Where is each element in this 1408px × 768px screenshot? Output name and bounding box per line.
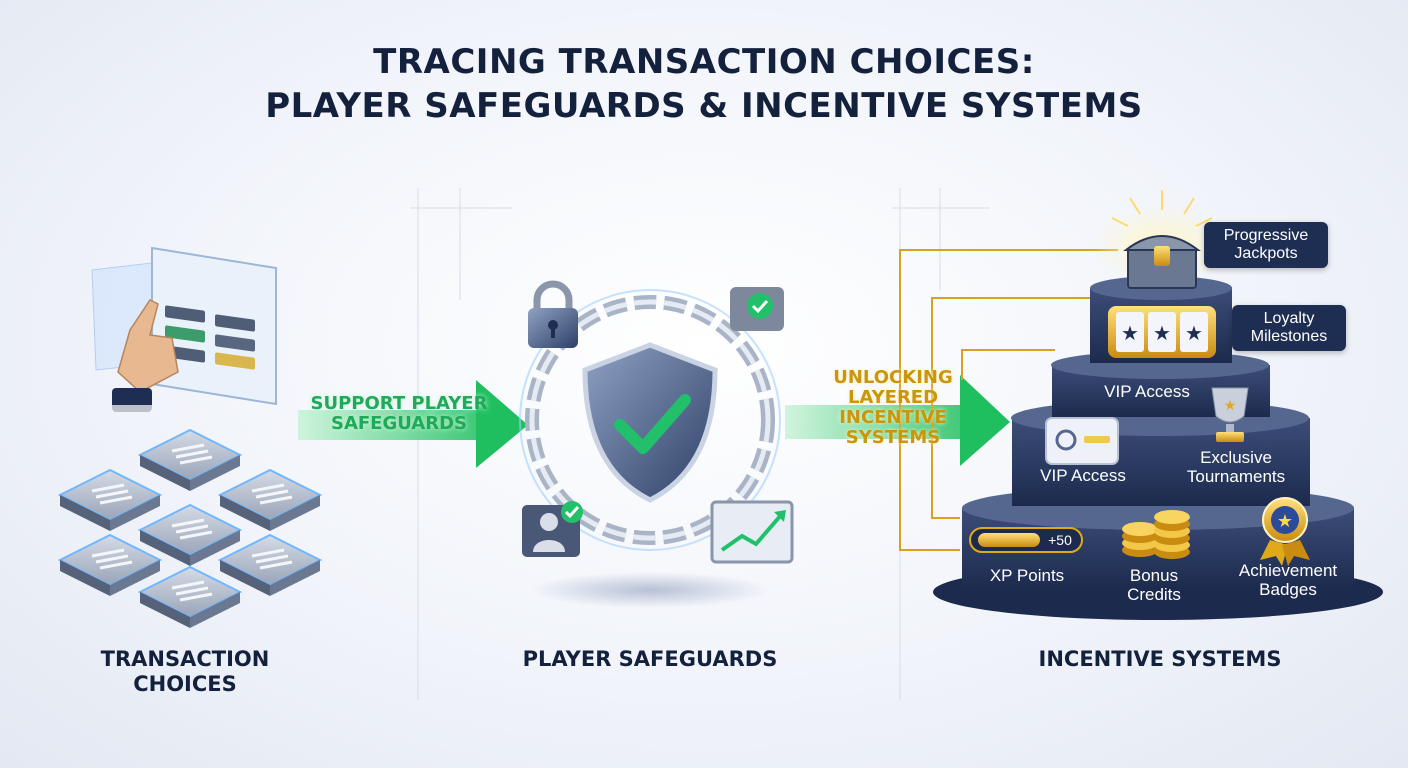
slot-machine-icon: ★ ★ ★ (1108, 306, 1216, 358)
medal-badge-icon: ★ (1260, 497, 1310, 566)
svg-text:★: ★ (1121, 323, 1139, 345)
svg-text:★: ★ (1277, 511, 1293, 531)
unlock-arrow-label-line: INCENTIVE (839, 407, 947, 428)
badge-line: Progressive (1223, 227, 1309, 244)
vip-access-upper-label: VIP Access (1104, 382, 1190, 401)
column-label-line: TRANSACTION (100, 647, 270, 671)
bonus-credits-label: Bonus Credits (1104, 566, 1204, 604)
support-arrow-label-line: SUPPORT PLAYER (310, 393, 488, 414)
touch-screen-icon (91, 246, 277, 412)
growth-chart-icon (710, 500, 794, 564)
loyalty-milestones-badge: Loyalty Milestones (1232, 305, 1346, 351)
title-line-1: TRACING TRANSACTION CHOICES: (373, 42, 1035, 82)
column-label-incentive-systems: INCENTIVE SYSTEMS (1038, 647, 1282, 671)
support-arrow-label-line: SAFEGUARDS (330, 413, 468, 434)
xp-bar-icon (969, 527, 1083, 553)
page-title: TRACING TRANSACTION CHOICES: PLAYER SAFE… (0, 40, 1408, 128)
svg-text:★: ★ (1153, 323, 1171, 345)
exclusive-tournaments-label: Exclusive Tournaments (1168, 448, 1304, 486)
gold-connectors (899, 249, 1118, 551)
lock-icon (528, 280, 578, 348)
xp-points-label: XP Points (989, 566, 1065, 585)
user-profile-icon (522, 501, 583, 557)
transaction-tiles (57, 428, 323, 628)
tier-label-line: Achievement (1238, 561, 1338, 580)
unlock-arrow (785, 375, 1010, 466)
vip-access-lower-label: VIP Access (1040, 466, 1126, 485)
column-label-line: CHOICES (133, 672, 237, 696)
support-arrow (298, 380, 528, 468)
badge-line: Jackpots (1234, 245, 1298, 262)
unlock-arrow-label-line: UNLOCKING (833, 367, 953, 388)
tier-label-line: Exclusive (1200, 448, 1272, 467)
support-arrow-label: SUPPORT PLAYER SAFEGUARDS (292, 394, 506, 434)
achievement-badges-label: Achievement Badges (1226, 561, 1350, 599)
badge-line: Milestones (1250, 328, 1328, 345)
tier-label-line: Bonus (1129, 566, 1179, 585)
xp-value-label: +50 (1048, 532, 1072, 548)
shield-shadow (530, 572, 770, 608)
badge-line: Loyalty (1263, 310, 1315, 327)
coin-stack-icon (1122, 510, 1190, 559)
svg-text:★: ★ (1185, 323, 1203, 345)
column-label-transaction-choices: TRANSACTION CHOICES (80, 647, 290, 697)
treasure-chest-icon (1123, 235, 1201, 289)
column-label-player-safeguards: PLAYER SAFEGUARDS (522, 647, 778, 671)
glow-rays (1111, 190, 1213, 227)
tier-label-line: Credits (1127, 585, 1181, 604)
tier-label-line: Tournaments (1186, 467, 1286, 486)
shield-icon (582, 342, 718, 503)
vip-card-icon (1045, 417, 1119, 465)
progressive-jackpots-badge: Progressive Jackpots (1204, 222, 1328, 268)
title-line-2: PLAYER SAFEGUARDS & INCENTIVE SYSTEMS (265, 86, 1143, 126)
unlock-arrow-label: UNLOCKING LAYERED INCENTIVE SYSTEMS (818, 368, 968, 448)
unlock-arrow-label-line: LAYERED (847, 387, 939, 408)
trophy-icon: ★ (1211, 387, 1249, 442)
tier-label-line: Badges (1259, 580, 1317, 599)
check-badge-icon (730, 287, 784, 331)
unlock-arrow-label-line: SYSTEMS (845, 427, 941, 448)
svg-text:★: ★ (1224, 397, 1237, 413)
